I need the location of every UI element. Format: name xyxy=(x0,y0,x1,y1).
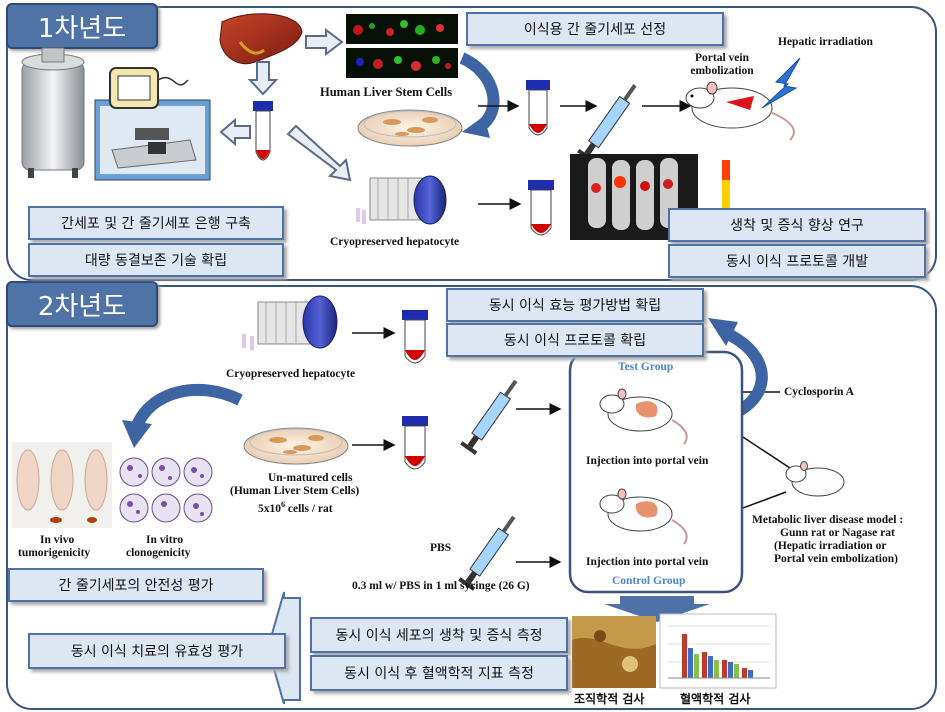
label-in-vivo-2: tumorigenicity xyxy=(18,547,91,559)
label-model-2: Gunn rat or Nagase rat xyxy=(780,527,895,539)
label-in-vivo-1: In vivo xyxy=(40,534,75,546)
cryo-container-y2 xyxy=(242,295,338,350)
petri-dish-y1 xyxy=(357,109,463,147)
label-cryo-hep-y1: Cryopreserved hepatocyte xyxy=(330,236,460,248)
in-vitro-colonies xyxy=(127,465,204,516)
microscopy-images xyxy=(346,14,458,78)
box-protocol-dev: 동시 이식 프로토콜 개발 xyxy=(668,244,926,278)
controller-icon xyxy=(109,67,189,109)
label-unmatured-3sup: 6 xyxy=(281,500,285,509)
label-model-4: Portal vein embolization) xyxy=(774,553,898,565)
label-unmatured-3b: cells / rat xyxy=(285,502,333,515)
label-control-group: Control Group xyxy=(612,575,686,587)
label-unmatured-1: Un-matured cells xyxy=(268,472,353,484)
label-unmatured-3a: 5x10 xyxy=(258,502,281,515)
tube-hep-y2 xyxy=(402,310,428,364)
tube-hlsc-y1 xyxy=(526,80,550,136)
box-cryo-tech: 대량 동결보존 기술 확립 xyxy=(28,243,284,277)
in-vivo-photos xyxy=(12,442,112,528)
label-hepatic-irr: Hepatic irradiation xyxy=(778,36,873,48)
mice-imaging xyxy=(570,154,730,240)
down-arrow-y2 xyxy=(604,596,710,622)
flow-arrows-y1 xyxy=(478,100,692,210)
label-unmatured-2: (Human Liver Stem Cells) xyxy=(230,485,360,497)
label-in-vitro-1: In vitro xyxy=(146,534,184,546)
box-engraft-study: 생착 및 증식 향상 연구 xyxy=(668,208,926,242)
syringe-icon-y2a xyxy=(460,379,518,455)
box-bank: 간세포 및 간 줄기세포 은행 구축 xyxy=(28,206,284,240)
year2-tab: 2차년도 xyxy=(6,281,158,327)
box-protocol: 동시 이식 프로토콜 확립 xyxy=(446,323,704,357)
histology-image xyxy=(572,616,656,688)
year1-tab: 1차년도 xyxy=(6,3,158,49)
box-biochem-measure: 동시 이식 후 혈액학적 지표 측정 xyxy=(310,655,568,691)
hollow-arrows-y1 xyxy=(219,28,352,182)
label-hematology: 혈액학적 검사 xyxy=(680,692,751,706)
cryo-container-y1 xyxy=(356,175,447,225)
label-injection-1: Injection into portal vein xyxy=(586,455,709,467)
tube-hlsc-y2 xyxy=(402,416,428,470)
rat-model xyxy=(785,461,845,497)
box-safety: 간 줄기세포의 안전성 평가 xyxy=(8,568,264,602)
in-vitro-plates xyxy=(119,457,213,523)
curved-arrow-y2 xyxy=(122,383,243,448)
box-selection: 이식용 간 줄기세포 선정 xyxy=(466,12,724,46)
cryo-tank-icon xyxy=(21,47,85,178)
label-injection-2: Injection into portal vein xyxy=(586,556,709,568)
rat-icon-y1 xyxy=(685,81,795,141)
label-model-3: (Hepatic irradiation or xyxy=(774,540,887,552)
label-hlsc: Human Liver Stem Cells xyxy=(320,85,453,99)
label-cyclosporin: Cyclosporin A xyxy=(784,386,854,398)
lightning-icon xyxy=(761,57,801,109)
curved-arrow-y1 xyxy=(459,52,500,138)
label-unmatured-3: 5x106 cells / rat xyxy=(258,498,333,516)
petri-dish-y2 xyxy=(243,427,349,465)
hematology-chart xyxy=(659,613,777,689)
rat-control xyxy=(599,488,688,545)
label-cryo-hep-y2: Cryopreserved hepatocyte xyxy=(226,368,356,380)
tube-center-y1 xyxy=(253,101,273,161)
box-engraft-measure: 동시 이식 세포의 생착 및 증식 측정 xyxy=(310,617,568,653)
label-pve: Portal vein embolization xyxy=(690,52,754,77)
label-pbs-dose: 0.3 ml w/ PBS in 1 ml syringe (26 G) xyxy=(352,580,530,592)
liver-icon xyxy=(219,13,303,65)
syringe-icon-y2b xyxy=(458,515,516,591)
label-in-vitro-2: clonogenicity xyxy=(126,547,191,559)
rat-test xyxy=(599,388,688,445)
box-efficacy: 동시 이식 치료의 유효성 평가 xyxy=(28,633,286,669)
label-histology: 조직학적 검사 xyxy=(574,692,645,706)
label-pbs: PBS xyxy=(430,542,452,554)
label-test-group: Test Group xyxy=(618,361,674,373)
box-eval-method: 동시 이식 효능 평가방법 확립 xyxy=(446,288,704,322)
tube-hep-y1 xyxy=(528,180,554,236)
freezer-icon xyxy=(94,99,211,181)
label-model-1: Metabolic liver disease model : xyxy=(752,514,904,526)
